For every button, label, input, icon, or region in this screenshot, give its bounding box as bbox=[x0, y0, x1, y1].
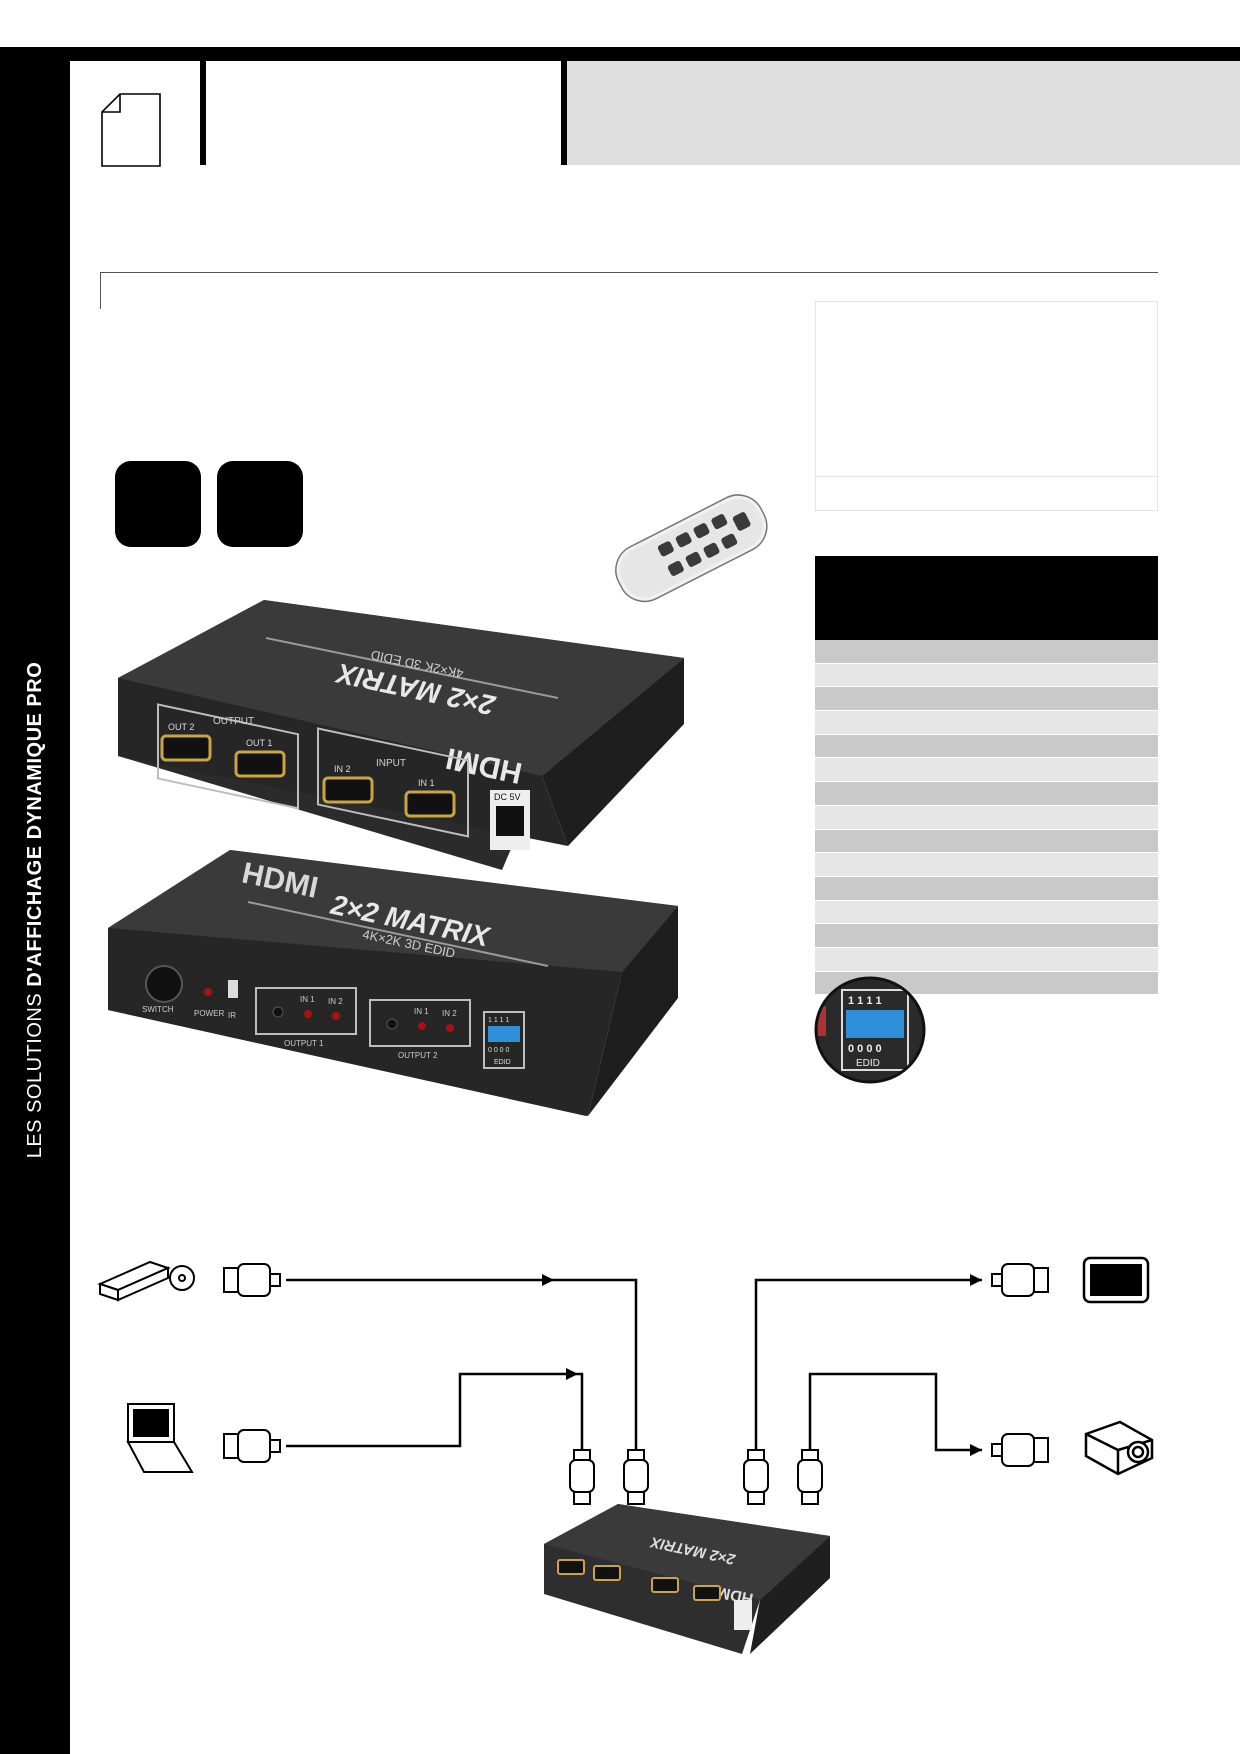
spec-table-header bbox=[815, 556, 1158, 640]
edid-zoom-view: 1 1 1 1 0 0 0 0 EDID bbox=[814, 976, 926, 1084]
front-edid-label: EDID bbox=[494, 1059, 511, 1066]
hdmi-plug-icon bbox=[223, 1429, 281, 1463]
feature-badge bbox=[217, 461, 303, 547]
spec-row bbox=[815, 853, 1158, 877]
laptop-icon bbox=[126, 1403, 194, 1473]
spec-row bbox=[815, 805, 1158, 830]
power-led-label: POWER bbox=[194, 1009, 224, 1018]
input-group-label: INPUT bbox=[376, 758, 406, 769]
hdmi-plug-icon bbox=[223, 1263, 281, 1297]
remote-control-icon bbox=[615, 494, 768, 603]
spec-row bbox=[815, 711, 1158, 735]
output2-led-in1: IN 1 bbox=[414, 1007, 429, 1016]
output2-led-in2: IN 2 bbox=[442, 1009, 457, 1018]
side-bar-label-regular: LES SOLUTIONS bbox=[24, 986, 46, 1159]
spec-row bbox=[815, 734, 1158, 759]
front-dip-top: 1 1 1 1 bbox=[488, 1017, 510, 1024]
side-bar bbox=[0, 47, 70, 1754]
device-small-view: 2×2 MATRIX HDMI bbox=[544, 1504, 830, 1654]
side-bar-label: LES SOLUTIONS D'AFFICHAGE DYNAMIQUE PRO bbox=[20, 460, 50, 1360]
hdmi-plug-icon bbox=[743, 1449, 769, 1505]
hdmi-plug-icon bbox=[569, 1449, 595, 1505]
dvd-player-icon bbox=[97, 1260, 195, 1302]
port-label-in2: IN 2 bbox=[334, 764, 351, 774]
document-icon bbox=[101, 93, 161, 167]
device-back-view: 2×2 MATRIX 4K×2K 3D EDID HDMI OUTPUT OUT… bbox=[118, 600, 684, 870]
header-title-panel bbox=[567, 61, 1240, 165]
spec-row bbox=[815, 924, 1158, 948]
spec-row bbox=[815, 900, 1158, 925]
connection-diagram bbox=[97, 1256, 1154, 1505]
spec-row bbox=[815, 640, 1158, 664]
header-divider bbox=[200, 61, 206, 165]
section-rule-tick bbox=[100, 272, 101, 309]
port-label-out2: OUT 2 bbox=[168, 722, 194, 732]
port-label-in1: IN 1 bbox=[418, 778, 435, 788]
power-port-label: DC 5V bbox=[494, 792, 521, 802]
info-box bbox=[815, 301, 1158, 511]
output1-led-in2: IN 2 bbox=[328, 997, 343, 1006]
spec-row bbox=[815, 687, 1158, 712]
info-box-separator bbox=[815, 476, 1158, 477]
output1-led-in1: IN 1 bbox=[300, 995, 315, 1004]
hdmi-plug-icon bbox=[991, 1263, 1049, 1297]
feature-badge bbox=[115, 461, 201, 547]
output-group-label: OUTPUT bbox=[213, 716, 254, 727]
spec-row bbox=[815, 782, 1158, 806]
spec-row bbox=[815, 758, 1158, 783]
tv-icon bbox=[1082, 1256, 1150, 1304]
projector-icon bbox=[1084, 1420, 1154, 1476]
spec-row bbox=[815, 829, 1158, 854]
spec-row bbox=[815, 876, 1158, 901]
zoom-dip-top: 1 1 1 1 bbox=[848, 995, 882, 1007]
port-label-out1: OUT 1 bbox=[246, 738, 272, 748]
section-rule bbox=[100, 272, 1158, 273]
hdmi-plug-icon bbox=[623, 1449, 649, 1505]
spec-row bbox=[815, 663, 1158, 688]
zoom-edid-label: EDID bbox=[856, 1058, 880, 1069]
device-front-view: HDMI 2×2 MATRIX 4K×2K 3D EDID SWITCH POW… bbox=[108, 850, 678, 1116]
switch-button-label: SWITCH bbox=[142, 1005, 174, 1014]
header-top-bar bbox=[0, 47, 1240, 61]
hdmi-plug-icon bbox=[991, 1433, 1049, 1467]
spec-table bbox=[815, 640, 1158, 996]
zoom-dip-bottom: 0 0 0 0 bbox=[848, 1043, 882, 1055]
side-bar-label-bold: D'AFFICHAGE DYNAMIQUE PRO bbox=[24, 661, 46, 987]
output2-group-label: OUTPUT 2 bbox=[398, 1051, 438, 1060]
hdmi-plug-icon bbox=[797, 1449, 823, 1505]
spec-row bbox=[815, 947, 1158, 972]
front-dip-bottom: 0 0 0 0 bbox=[488, 1047, 510, 1054]
output1-group-label: OUTPUT 1 bbox=[284, 1039, 324, 1048]
header-divider bbox=[561, 61, 567, 165]
ir-label: IR bbox=[228, 1011, 236, 1020]
